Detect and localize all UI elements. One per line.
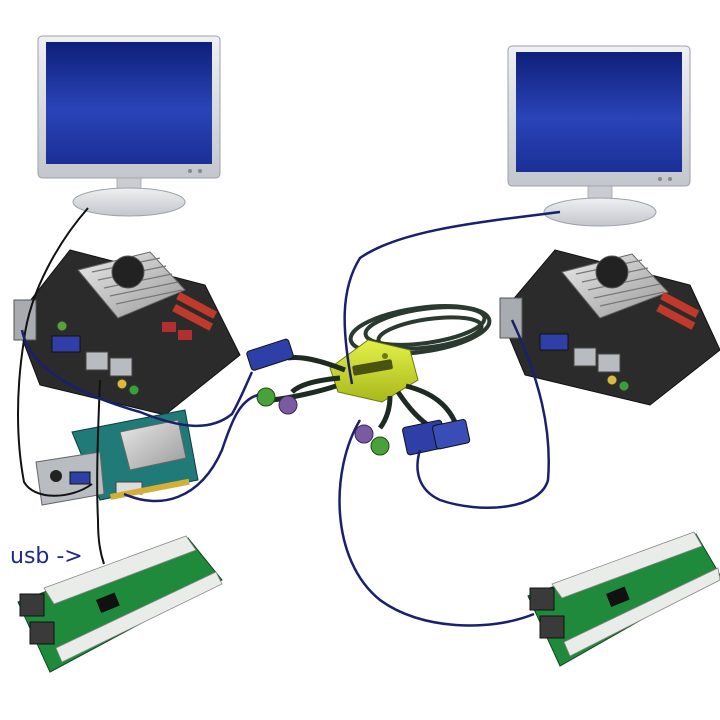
vga-port-icon <box>69 471 91 485</box>
wire-navy <box>20 210 561 627</box>
ram-slot <box>172 303 214 331</box>
monitor-right <box>507 45 691 227</box>
kvm-switch <box>329 339 419 403</box>
rj45-port-icon <box>29 621 55 645</box>
pci-connector <box>110 478 190 500</box>
kvm-select-button <box>352 359 393 376</box>
monitor-left <box>37 35 221 217</box>
usb-port-icon <box>573 347 597 367</box>
ps2-green-connector-icon <box>370 436 390 456</box>
vga-connector-icon <box>432 418 471 450</box>
usb-port-icon <box>597 353 621 373</box>
ps2-port-icon <box>56 320 68 332</box>
wire-black <box>17 207 105 565</box>
button-icon <box>188 169 192 173</box>
sata-port <box>162 322 176 332</box>
chip-icon <box>606 586 630 607</box>
rj45-port-icon <box>529 587 555 611</box>
vga-port-icon <box>539 333 569 351</box>
relay-board-left <box>17 535 223 673</box>
terminal-block-row <box>43 535 223 663</box>
monitor-screen <box>46 42 212 164</box>
motherboard-left <box>13 249 241 416</box>
ps2-green-connector-icon <box>256 387 276 407</box>
chip-icon <box>96 592 120 613</box>
terminal-block-row <box>551 531 720 657</box>
monitor-stand <box>543 197 657 227</box>
audio-jack-icon <box>128 384 140 396</box>
fan-icon <box>111 255 145 289</box>
button-icon <box>658 177 662 181</box>
kvm-cable-bundle <box>348 304 492 356</box>
svideo-port-icon <box>50 470 62 482</box>
usb-annotation-label: usb -> <box>10 544 83 569</box>
audio-jack-icon <box>618 380 630 392</box>
ps2-purple-connector-icon <box>278 395 298 415</box>
card-heatsink-icon <box>119 419 187 471</box>
ram-slot <box>660 292 700 318</box>
motherboard-right <box>499 249 720 406</box>
vga-port-icon <box>51 335 81 353</box>
usb-port-icon <box>85 351 109 371</box>
power-led-icon <box>198 169 202 173</box>
monitor-screen <box>516 52 682 172</box>
rj45-port-icon <box>19 593 45 617</box>
graphics-card <box>35 409 199 506</box>
fan-icon <box>595 255 629 289</box>
audio-jack-icon <box>116 378 128 390</box>
power-led-icon <box>668 177 672 181</box>
vga-connector-icon <box>246 338 294 371</box>
ram-slot <box>176 292 218 319</box>
audio-jack-icon <box>606 374 618 386</box>
rj45-port-icon <box>539 615 565 639</box>
usb-port-icon <box>109 357 133 377</box>
ps2-purple-connector-icon <box>354 424 374 444</box>
monitor-stand <box>72 187 186 217</box>
relay-board-right <box>527 531 720 667</box>
kvm-cables-left <box>271 355 346 403</box>
kvm-led-icon <box>382 353 388 359</box>
ram-slot <box>656 304 696 330</box>
sata-port <box>178 330 192 340</box>
